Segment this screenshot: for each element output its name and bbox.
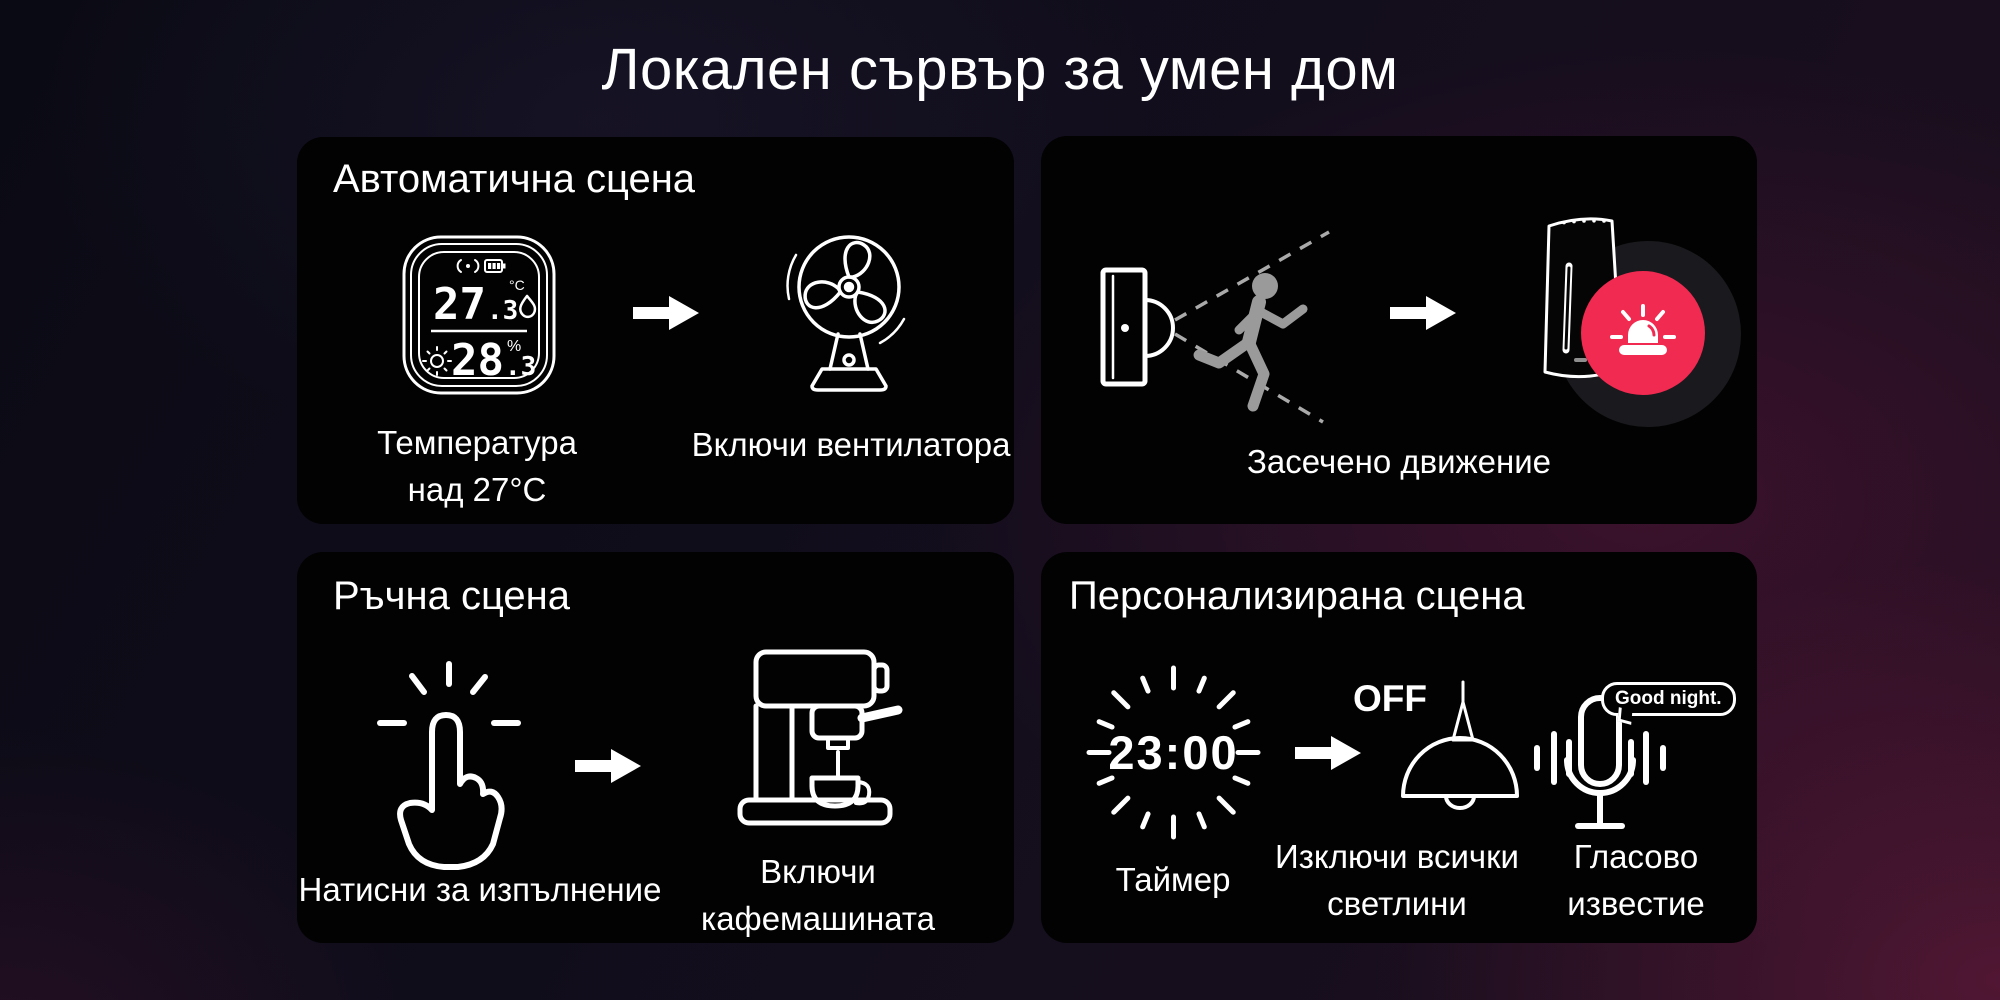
timer-icon: 23:00 — [1081, 660, 1266, 845]
card-title: Ръчна сцена — [333, 574, 571, 618]
card-title: Автоматична сцена — [333, 157, 696, 201]
temperature-unit: °C — [509, 277, 525, 293]
speech-bubble: Good night. — [1601, 682, 1736, 716]
running-person-icon — [1193, 273, 1308, 412]
alarm-badge — [1581, 271, 1705, 395]
humidity-value: 28 — [451, 335, 504, 386]
detection-beams — [1174, 230, 1330, 424]
temperature-decimal: .3 — [487, 296, 518, 326]
voice-caption: Гласово известие — [1567, 838, 1705, 922]
card-title: Персонализирана сцена — [1069, 574, 1525, 618]
coffee-machine-icon — [737, 649, 903, 826]
microphone-icon — [1534, 695, 1666, 829]
action-caption: Включи кафемашината — [701, 853, 935, 937]
motion-caption: Засечено движение — [1247, 443, 1551, 480]
temperature-humidity-sensor-icon: 27 .3 °C 28 .3 % — [402, 235, 556, 395]
trigger-caption: Температура над 27°C — [377, 424, 577, 508]
temperature-value: 27 — [433, 279, 486, 330]
hub-logo — [1574, 358, 1587, 362]
arrow-right-icon — [633, 296, 699, 330]
card-manual-scene: Ръчна сцена — [297, 552, 1014, 943]
humidity-unit: % — [507, 338, 521, 355]
hub-vents — [1562, 219, 1606, 225]
trigger-caption: Таймер — [1115, 861, 1231, 898]
motion-sensor-icon — [1100, 230, 1330, 424]
battery-icon — [484, 259, 506, 273]
arrow-right-icon — [575, 749, 641, 783]
lights-caption: Изключи всички светлини — [1275, 838, 1519, 922]
tap-gesture-icon — [377, 661, 521, 870]
siren-icon — [1610, 304, 1676, 355]
flame-icon — [518, 294, 537, 319]
fan-icon — [786, 235, 906, 392]
timer-time: 23:00 — [1108, 726, 1239, 779]
card-personalized-scene: Персонализирана сцена — [1041, 552, 1757, 943]
arrow-right-icon — [1390, 296, 1456, 330]
page-title: Локален сървър за умен дом — [601, 37, 1399, 102]
trigger-caption: Натисни за изпълнение — [298, 871, 662, 908]
card-motion-scene: Засечено движение — [1041, 136, 1757, 524]
humidity-decimal: .3 — [505, 352, 536, 382]
arrow-right-icon — [1295, 736, 1361, 770]
off-label: OFF — [1353, 678, 1427, 719]
signal-icon — [456, 259, 480, 273]
sound-waves — [1534, 731, 1666, 785]
card-automatic-scene: Автоматична сцена 27 .3 °C — [297, 137, 1014, 524]
sun-icon — [422, 346, 452, 376]
action-caption: Включи вентилатора — [691, 426, 1011, 463]
tap-rays — [377, 661, 521, 726]
timer-ticks — [1086, 665, 1261, 840]
lamp-icon — [1401, 680, 1519, 810]
